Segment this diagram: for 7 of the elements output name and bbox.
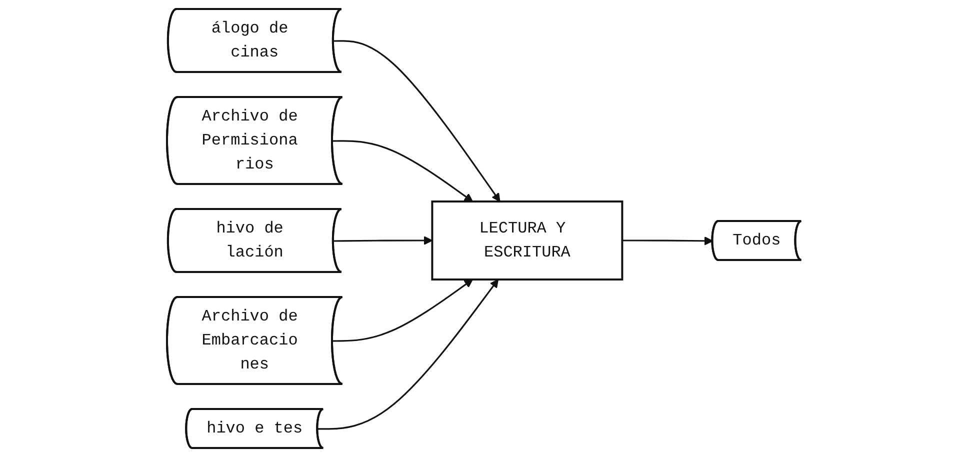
arrow: [334, 236, 434, 245]
arrow: [318, 279, 499, 430]
arrow: [334, 40, 501, 202]
arrow: [332, 140, 474, 202]
arrow: [332, 279, 474, 342]
node-box: LECTURA Y ESCRITURA: [432, 200, 624, 280]
arrow: [622, 236, 714, 246]
